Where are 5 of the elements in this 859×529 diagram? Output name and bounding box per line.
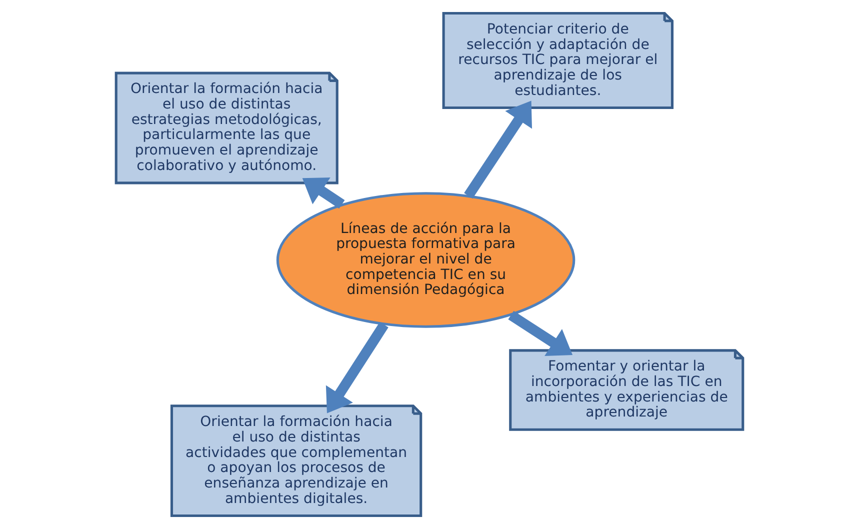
node-ellipse: Líneas de acción para la propuesta formativa para mejorar el nivel de competencia TIC en su dimensión Pedagógica (276, 192, 576, 328)
arrow (302, 177, 345, 209)
arrow (326, 322, 388, 414)
arrow (464, 100, 532, 199)
arrow (508, 310, 573, 356)
